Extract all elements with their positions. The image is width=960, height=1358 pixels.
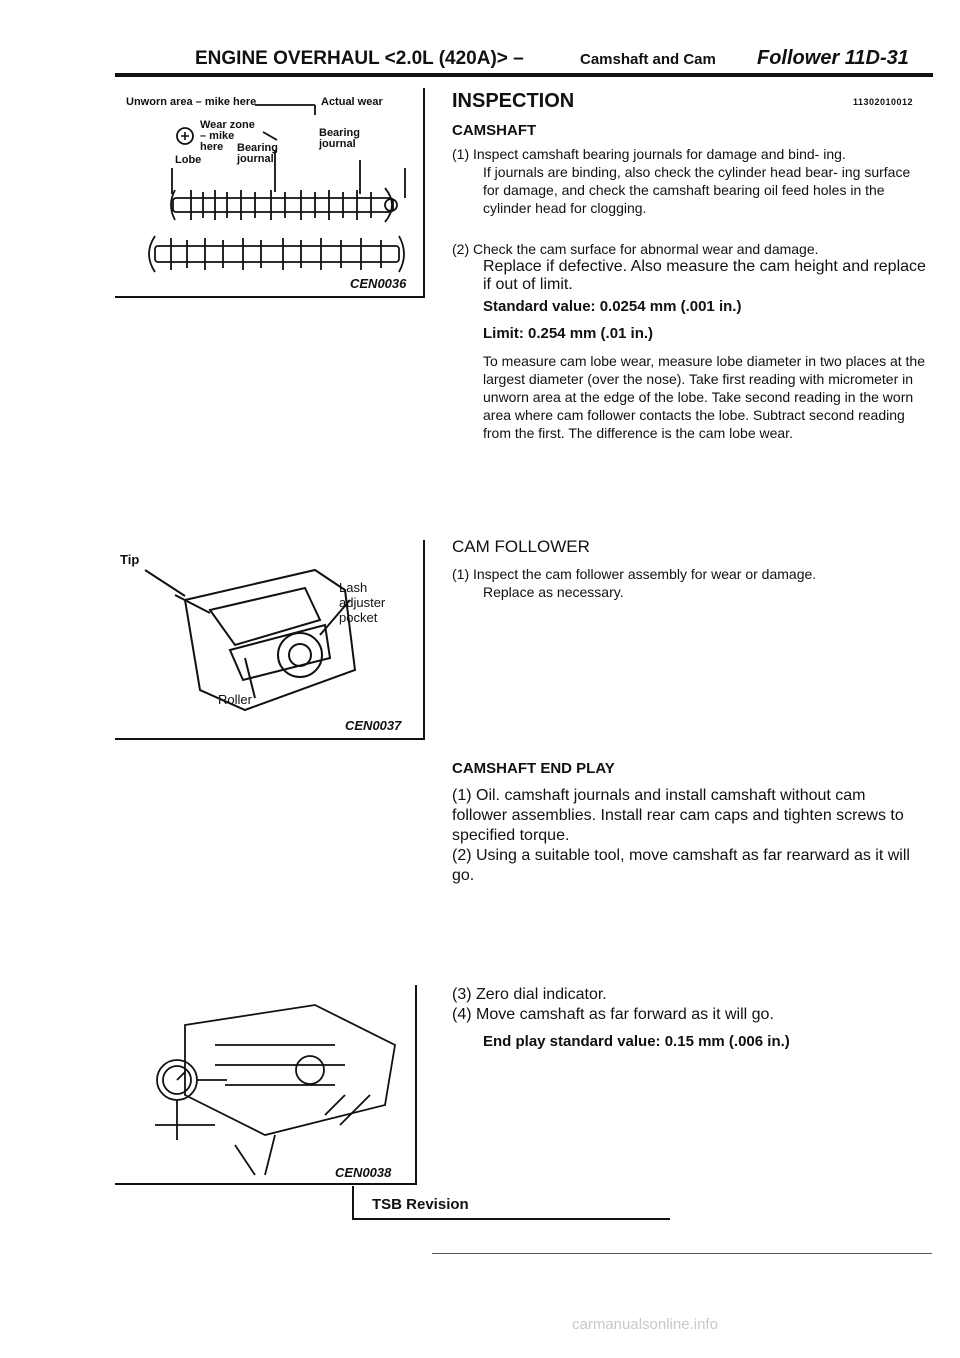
label-bearing-journal-mid: Bearing journal <box>237 142 278 165</box>
dial-indicator-illustration <box>155 1004 396 1176</box>
subsection-title-cam-follower: CAM FOLLOWER <box>452 537 590 556</box>
page-header: ENGINE OVERHAUL <2.0L (420A)> – Camshaft… <box>195 46 935 76</box>
subsection-title-end-play: CAMSHAFT END PLAY <box>452 760 615 777</box>
paragraph-measure: To measure cam lobe wear, measure lobe d… <box>483 353 926 441</box>
label-bearing-journal-right: Bearing journal <box>319 127 360 150</box>
step-1: (1) Oil. camshaft journals and install c… <box>452 787 904 844</box>
section-id: 11302010012 <box>853 97 914 107</box>
figure-code: CEN0037 <box>345 718 402 733</box>
step-1-detail: Replace as necessary. <box>483 584 624 600</box>
label-lobe: Lobe <box>175 154 202 166</box>
paragraph-journals: (1) Inspect camshaft bearing journals fo… <box>452 145 927 217</box>
step-2: (2) Check the cam surface for abnormal w… <box>452 241 819 257</box>
camshaft-illustration <box>148 104 406 273</box>
step-2-detail: Replace if defective. Also measure the c… <box>483 258 926 293</box>
tsb-revision-box: TSB Revision <box>352 1186 670 1220</box>
step-1: (1) Inspect the cam follower assembly fo… <box>452 566 817 582</box>
header-section-title: ENGINE OVERHAUL <2.0L (420A)> – <box>195 48 524 69</box>
paragraph-dial: (3) Zero dial indicator. (4) Move camsha… <box>452 985 927 1025</box>
paragraph-cam-surface: (2) Check the cam surface for abnormal w… <box>452 240 927 294</box>
limit-value: Limit: 0.254 mm (.01 in.) <box>483 325 654 342</box>
label-roller: Roller <box>218 692 252 707</box>
label-lash-adjuster: Lash adjuster pocket <box>339 580 386 625</box>
section-title-inspection: INSPECTION <box>452 90 575 112</box>
step-4: (4) Move camshaft as far forward as it w… <box>452 1006 774 1023</box>
footer-rule <box>432 1253 932 1254</box>
step-1: (1) Inspect camshaft bearing journals fo… <box>452 146 846 162</box>
paragraph-cam-follower: (1) Inspect the cam follower assembly fo… <box>452 565 927 601</box>
watermark: carmanualsonline.info <box>572 1316 718 1333</box>
subsection-title-camshaft: CAMSHAFT <box>452 122 537 139</box>
cam-follower-figure: Tip Lash adjuster pocket Roller CEN0037 <box>115 540 425 740</box>
end-play-standard-value: End play standard value: 0.15 mm (.006 i… <box>483 1033 790 1050</box>
dial-indicator-figure: CEN0038 <box>115 985 417 1185</box>
header-rule <box>115 73 933 77</box>
label-unworn-area: Unworn area – mike here <box>126 96 257 108</box>
camshaft-figure: Unworn area – mike here Actual wear Wear… <box>115 88 425 298</box>
label-tip: Tip <box>120 552 140 567</box>
label-actual-wear: Actual wear <box>321 96 383 108</box>
figure-code: CEN0036 <box>350 276 407 291</box>
step-1-detail: If journals are binding, also check the … <box>483 164 911 216</box>
standard-value: Standard value: 0.0254 mm (.001 in.) <box>483 298 742 315</box>
figure-code: CEN0038 <box>335 1165 392 1180</box>
cam-follower-illustration <box>144 568 357 712</box>
step-2: (2) Using a suitable tool, move camshaft… <box>452 847 910 884</box>
header-subsection: Camshaft and Cam <box>580 51 716 68</box>
step-3: (3) Zero dial indicator. <box>452 986 607 1003</box>
paragraph-end-play: (1) Oil. camshaft journals and install c… <box>452 786 922 886</box>
header-page-number: Follower 11D-31 <box>757 47 909 69</box>
tsb-revision-label: TSB Revision <box>372 1196 469 1213</box>
label-wear-zone: Wear zone – mike here <box>200 119 255 153</box>
